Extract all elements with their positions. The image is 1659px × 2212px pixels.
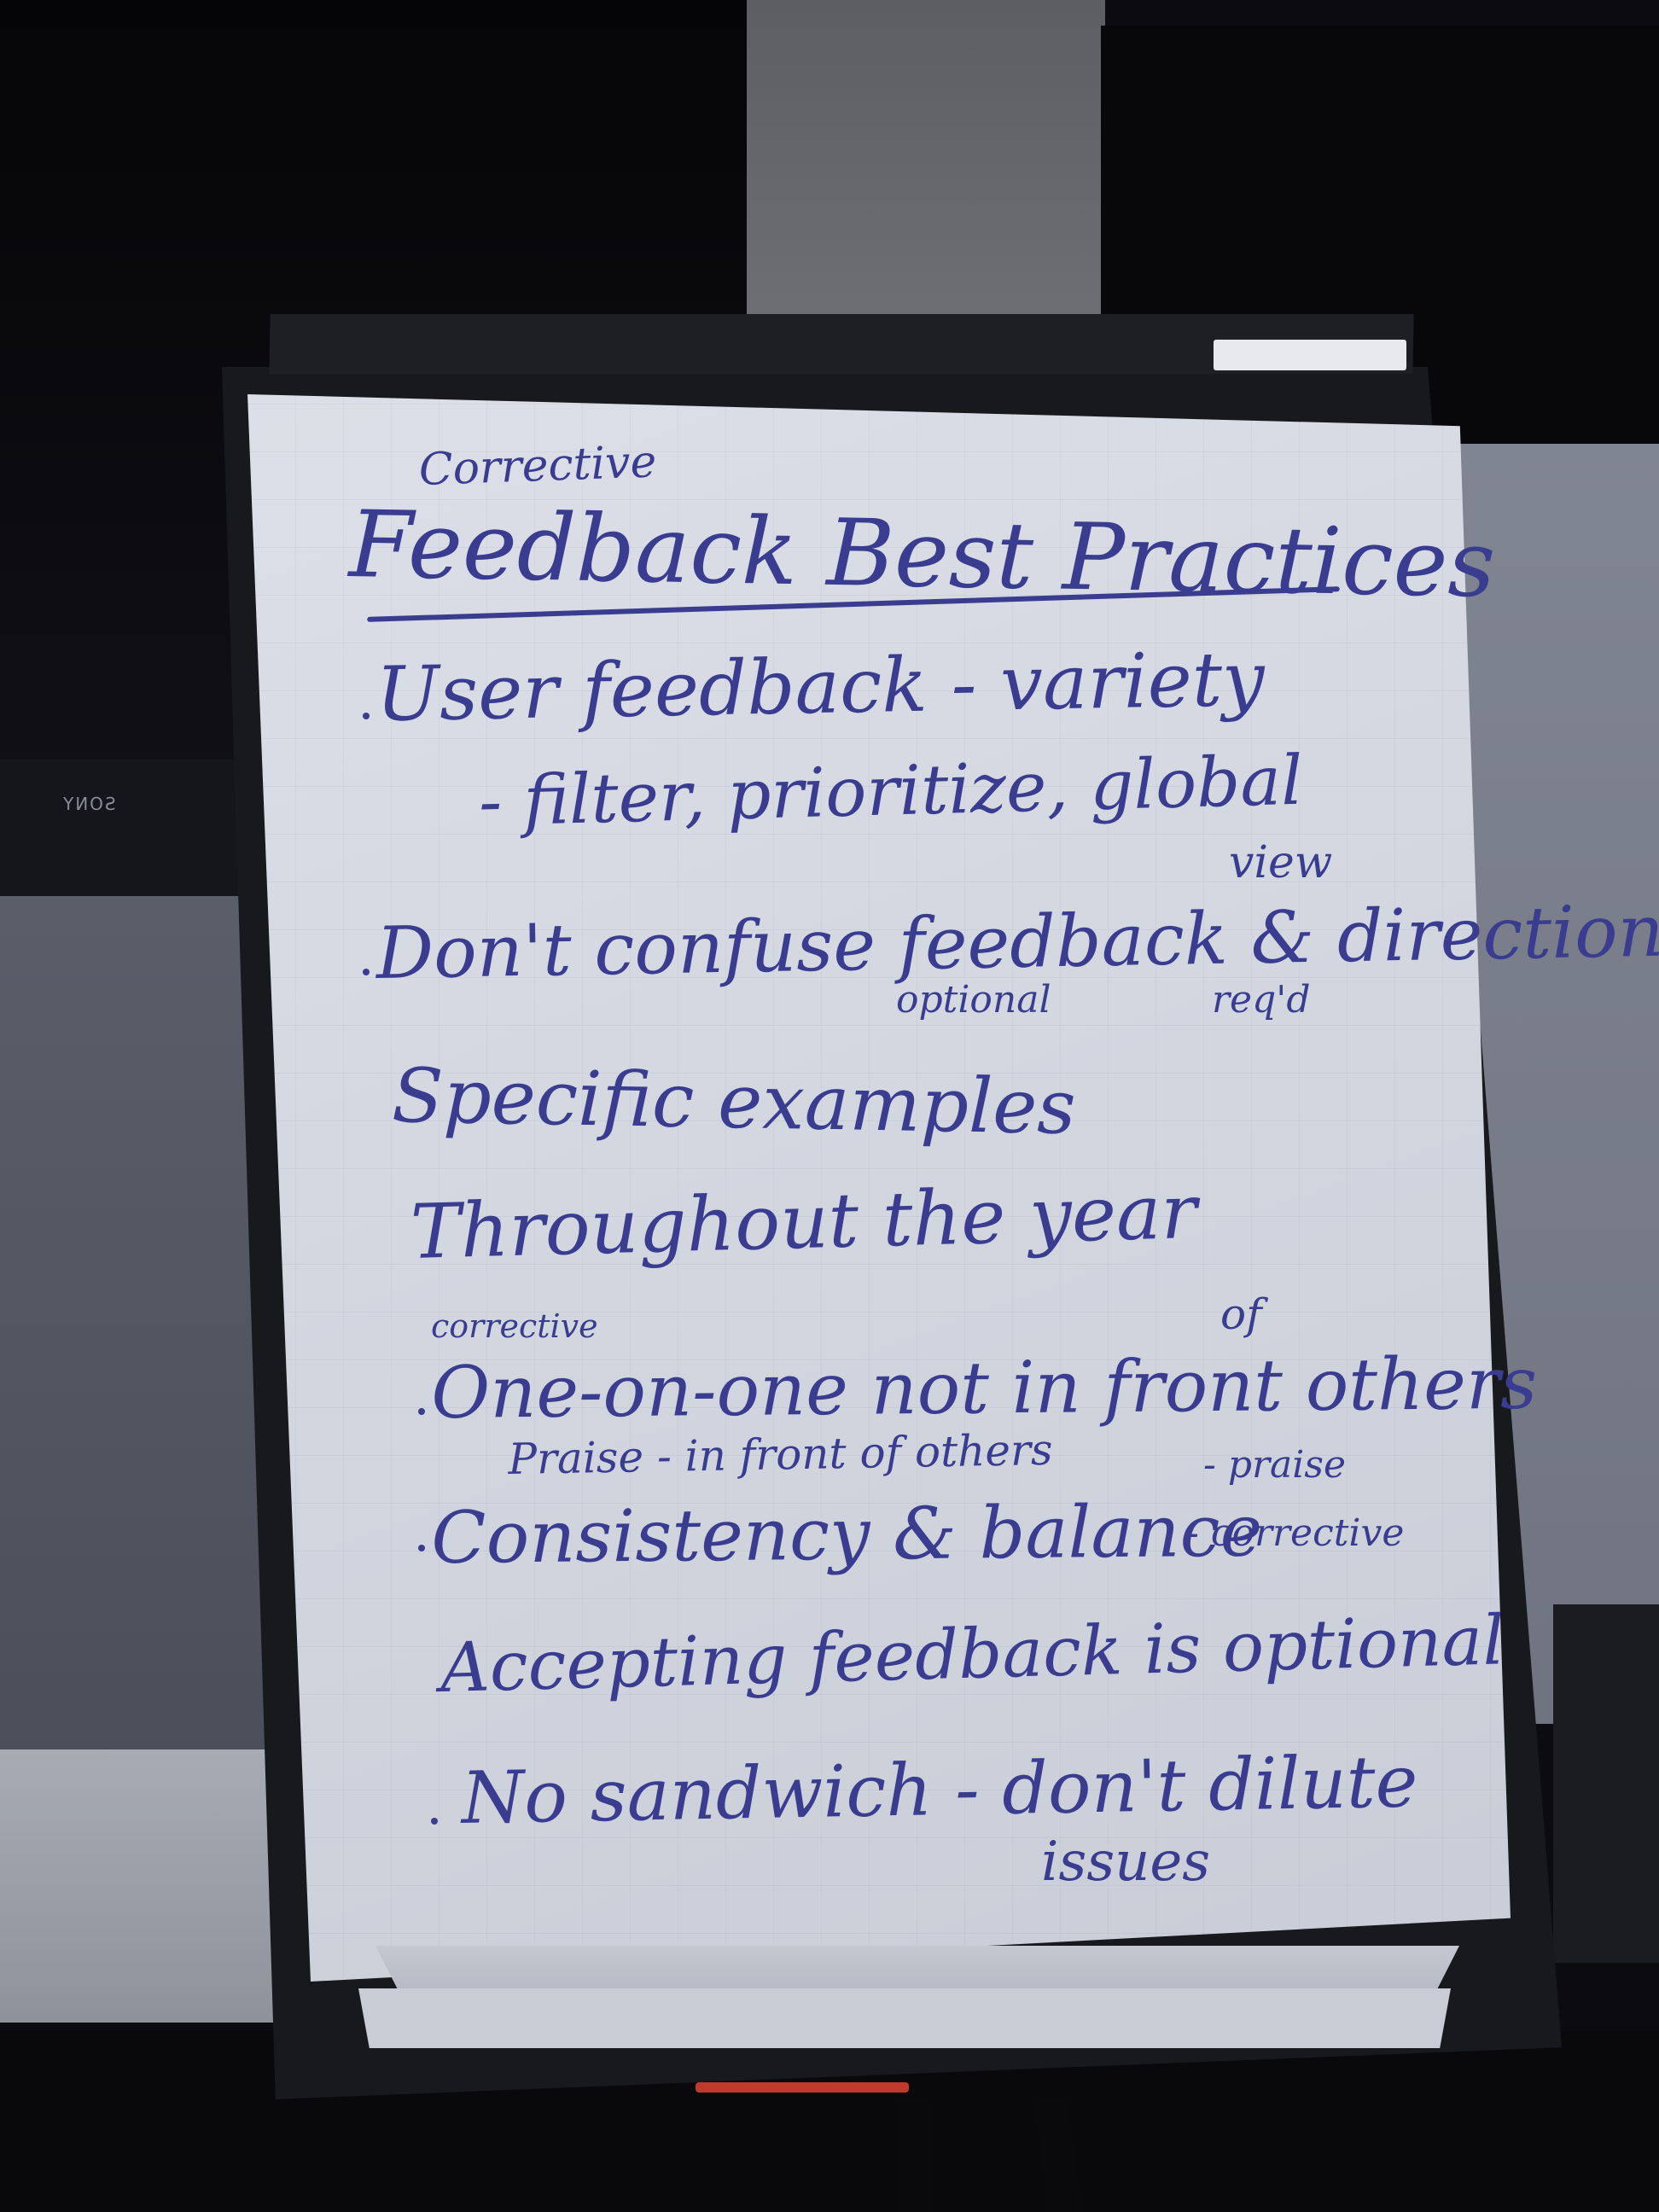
easel-leg bbox=[896, 2099, 930, 2212]
tv-brand-label: SONY bbox=[61, 794, 116, 814]
note-corrective-side: - corrective bbox=[1186, 1511, 1405, 1555]
bullet bbox=[418, 1545, 425, 1551]
note-issues: issues bbox=[1041, 1831, 1211, 1894]
line-one-on-one: One-on-one not in front others bbox=[430, 1341, 1538, 1435]
note-of: of bbox=[1220, 1289, 1262, 1339]
note-view: view bbox=[1229, 837, 1333, 888]
line-consistency: Consistency & balance bbox=[430, 1488, 1263, 1580]
easel-clip bbox=[1214, 340, 1406, 370]
bullet bbox=[363, 969, 370, 975]
paper-bottom-edge bbox=[375, 1946, 1459, 1988]
line-dont-confuse: Don't confuse feedback & direction bbox=[375, 888, 1659, 995]
note-reqd: req'd bbox=[1212, 978, 1311, 1022]
background-wall bbox=[747, 0, 1105, 324]
line-user-feedback-sub: - filter, prioritize, global bbox=[477, 740, 1304, 841]
title-prefix: Corrective bbox=[417, 436, 658, 496]
bullet bbox=[431, 1818, 438, 1825]
note-optional: optional bbox=[896, 978, 1051, 1022]
line-no-sandwich: No sandwich - don't dilute bbox=[460, 1739, 1419, 1840]
line-specific-examples: Specific examples bbox=[391, 1051, 1077, 1151]
line-praise-sub: Praise - in front of others bbox=[507, 1424, 1053, 1484]
background-equipment bbox=[1553, 1604, 1659, 1963]
red-marker bbox=[696, 2082, 909, 2093]
note-corrective: corrective bbox=[431, 1307, 598, 1345]
bullet bbox=[418, 1408, 425, 1415]
page-title: Feedback Best Practices bbox=[347, 492, 1497, 619]
flipchart-paper bbox=[247, 394, 1511, 1982]
bullet bbox=[363, 713, 370, 719]
background-tv bbox=[0, 760, 256, 905]
note-praise: - praise bbox=[1203, 1443, 1346, 1487]
paper-tray bbox=[358, 1988, 1451, 2048]
line-throughout-year: Throughout the year bbox=[409, 1167, 1198, 1276]
line-user-feedback: User feedback - variety bbox=[375, 634, 1266, 738]
